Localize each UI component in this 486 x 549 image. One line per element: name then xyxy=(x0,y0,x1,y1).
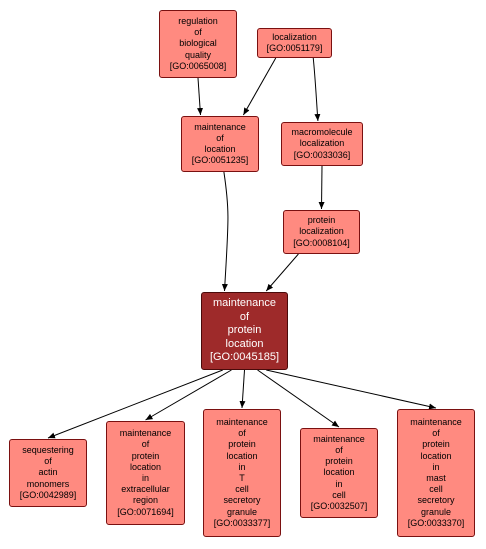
node-line: maintenance xyxy=(194,121,246,132)
node-line: location xyxy=(129,461,162,472)
node-localization[interactable]: localization [GO:0051179] xyxy=(257,28,332,58)
edge-n_protein_loc-to-n_maint_protein_loc xyxy=(265,253,299,292)
node-go-id: [GO:0051179] xyxy=(266,43,323,53)
node-protein-localization[interactable]: protein localization [GO:0008104] xyxy=(283,210,360,254)
node-line: in xyxy=(141,473,149,483)
node-line: in xyxy=(238,461,246,472)
node-go-id: [GO:0045185] xyxy=(209,351,280,364)
node-line: location xyxy=(323,467,355,478)
node-line: of xyxy=(44,456,52,467)
node-line: location xyxy=(420,450,452,461)
node-go-id: [GO:0042989] xyxy=(19,489,77,500)
node-line: extracellular xyxy=(121,484,170,495)
edge-n_maint_protein_loc-to-n_seq_actin xyxy=(47,369,223,439)
node-line: in xyxy=(432,461,440,472)
edge-n_maint_protein_loc-to-n_tcell xyxy=(239,369,246,409)
node-line: cell xyxy=(235,484,249,495)
node-line: maintenance xyxy=(410,416,462,427)
node-line: in xyxy=(335,478,343,489)
node-line: region xyxy=(132,495,159,506)
node-line: maintenance xyxy=(213,297,276,310)
edge-n_localization-to-n_macromolecule_loc xyxy=(312,57,321,122)
node-line: protein xyxy=(228,439,256,450)
node-line: regulation xyxy=(178,15,218,26)
edge-n_macromolecule_loc-to-n_protein_loc xyxy=(318,165,325,210)
node-line: localization xyxy=(299,226,344,237)
node-line: localization xyxy=(299,138,345,149)
node-line: monomers xyxy=(26,478,70,489)
node-line: macromolecule xyxy=(291,127,353,138)
node-regulation-of-biological-quality[interactable]: regulation of biological quality [GO:006… xyxy=(159,10,237,78)
node-line: quality xyxy=(184,49,211,60)
node-line: protein xyxy=(307,215,336,226)
node-macromolecule-localization[interactable]: macromolecule localization [GO:0033036] xyxy=(281,122,363,166)
node-line: granule xyxy=(226,506,258,517)
node-go-id: [GO:0033377] xyxy=(213,517,271,528)
edge-n_localization-to-n_maint_location xyxy=(242,57,277,116)
node-line: of xyxy=(335,444,343,455)
node-line: of xyxy=(239,310,250,323)
node-line: of xyxy=(194,27,202,38)
node-line: maintenance xyxy=(313,433,365,444)
node-line: location xyxy=(225,337,264,350)
node-line: secretory xyxy=(417,495,455,506)
node-maintenance-of-protein-location-in-t-cell-secretory-granule[interactable]: maintenance of protein location in T cel… xyxy=(203,409,281,537)
node-line: mast xyxy=(426,473,446,483)
node-line: cell xyxy=(332,489,346,500)
edge-n_maint_location-to-n_maint_protein_loc xyxy=(221,171,229,292)
node-line: maintenance xyxy=(119,428,172,439)
node-maintenance-of-protein-location-in-cell[interactable]: maintenance of protein location in cell … xyxy=(300,428,378,518)
node-go-id: [GO:0051235] xyxy=(191,155,249,166)
edge-n_maint_protein_loc-to-n_cell xyxy=(257,369,340,428)
node-line: actin xyxy=(38,467,58,478)
edge-n_maint_protein_loc-to-n_mast xyxy=(266,369,437,410)
node-maintenance-of-protein-location-in-mast-cell-secretory-granule[interactable]: maintenance of protein location in mast … xyxy=(397,409,475,537)
node-line: of xyxy=(141,439,150,450)
node-line: secretory xyxy=(223,495,261,506)
node-line: of xyxy=(432,428,440,439)
node-line: of xyxy=(238,428,246,439)
node-line: of xyxy=(216,132,224,143)
node-line: sequestering xyxy=(22,444,74,455)
edge-n_reg_bio_quality-to-n_maint_location xyxy=(197,77,204,116)
node-maintenance-of-protein-location[interactable]: maintenance of protein location [GO:0045… xyxy=(201,292,288,370)
node-go-id: [GO:0032507] xyxy=(310,501,368,511)
node-line: cell xyxy=(429,484,443,495)
node-go-id: [GO:0033036] xyxy=(293,149,351,160)
node-line: location xyxy=(226,450,258,461)
node-go-id: [GO:0071694] xyxy=(117,506,174,517)
node-go-id: [GO:0008104] xyxy=(293,237,350,248)
node-line: location xyxy=(204,144,236,154)
node-line: T xyxy=(239,473,245,483)
node-line: protein xyxy=(131,450,160,461)
node-line: maintenance xyxy=(216,416,268,427)
node-line: localization xyxy=(272,31,317,42)
node-go-id: [GO:0033370] xyxy=(407,517,465,528)
node-go-id: [GO:0065008] xyxy=(169,60,227,71)
node-line: biological xyxy=(179,38,217,49)
node-line: granule xyxy=(420,506,452,517)
node-line: protein xyxy=(227,324,262,337)
node-maintenance-of-protein-location-in-extracellular-region[interactable]: maintenance of protein location in extra… xyxy=(106,421,185,525)
node-sequestering-of-actin-monomers[interactable]: sequestering of actin monomers [GO:00429… xyxy=(9,439,87,507)
edge-n_maint_protein_loc-to-n_extracellular xyxy=(145,369,232,421)
node-maintenance-of-location[interactable]: maintenance of location [GO:0051235] xyxy=(181,116,259,172)
node-line: protein xyxy=(422,439,450,450)
node-line: protein xyxy=(325,456,353,467)
